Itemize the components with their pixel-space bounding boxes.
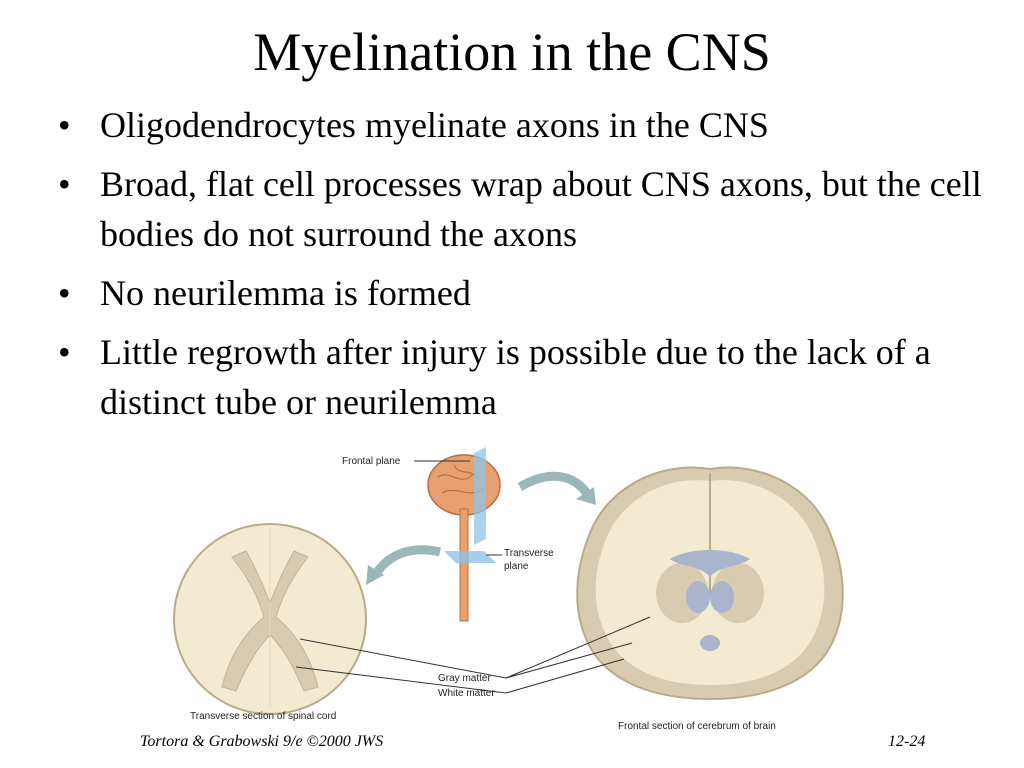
bullet-text: No neurilemma is formed — [100, 273, 471, 313]
gray-matter-label: Gray matter — [438, 673, 491, 684]
slide-title: Myelination in the CNS — [253, 22, 771, 82]
ventricle-area — [670, 550, 750, 577]
bullet-glyph: • — [58, 164, 71, 204]
white-matter-label: White matter — [438, 688, 495, 699]
bullet-text: Oligodendrocytes myelinate axons in the … — [100, 105, 769, 145]
bullet-text: Broad, flat cell processes wrap about CN… — [100, 164, 982, 254]
spinal-cord-section — [173, 523, 367, 715]
bullet-glyph: • — [58, 273, 71, 313]
bullet-item: • Broad, flat cell processes wrap about … — [58, 159, 1018, 259]
bullet-text: Little regrowth after injury is possible… — [100, 332, 931, 422]
transverse-plane-label-line1: Transverse — [504, 548, 554, 559]
arrow-to-brain — [517, 471, 592, 498]
bullet-glyph: • — [58, 332, 71, 372]
frontal-plane-label: Frontal plane — [342, 456, 401, 467]
bullet-item: • No neurilemma is formed — [58, 268, 1018, 318]
footer-slide-number: 12-24 — [888, 733, 926, 750]
anatomy-figure: Frontal plane Transverse plane Gray matt… — [170, 447, 1010, 737]
footer-credit: Tortora & Grabowski 9/e ©2000 JWS — [140, 733, 384, 750]
bullet-item: • Little regrowth after injury is possib… — [58, 327, 1018, 427]
transverse-plane-label-line2: plane — [504, 561, 529, 572]
spinal-cord-caption: Transverse section of spinal cord — [190, 711, 336, 722]
anatomy-illustration: Frontal plane Transverse plane Gray matt… — [173, 447, 844, 732]
brain-section — [576, 466, 844, 701]
bullet-glyph: • — [58, 105, 71, 145]
brain-caption: Frontal section of cerebrum of brain — [618, 721, 776, 732]
bullet-item: • Oligodendrocytes myelinate axons in th… — [58, 100, 1018, 150]
brain-model — [427, 447, 501, 622]
transverse-plane-sheet — [444, 551, 496, 563]
frontal-plane-sheet — [474, 447, 486, 545]
arrow-to-spinal-cord — [371, 545, 442, 578]
bullet-list: • Oligodendrocytes myelinate axons in th… — [58, 100, 1018, 436]
